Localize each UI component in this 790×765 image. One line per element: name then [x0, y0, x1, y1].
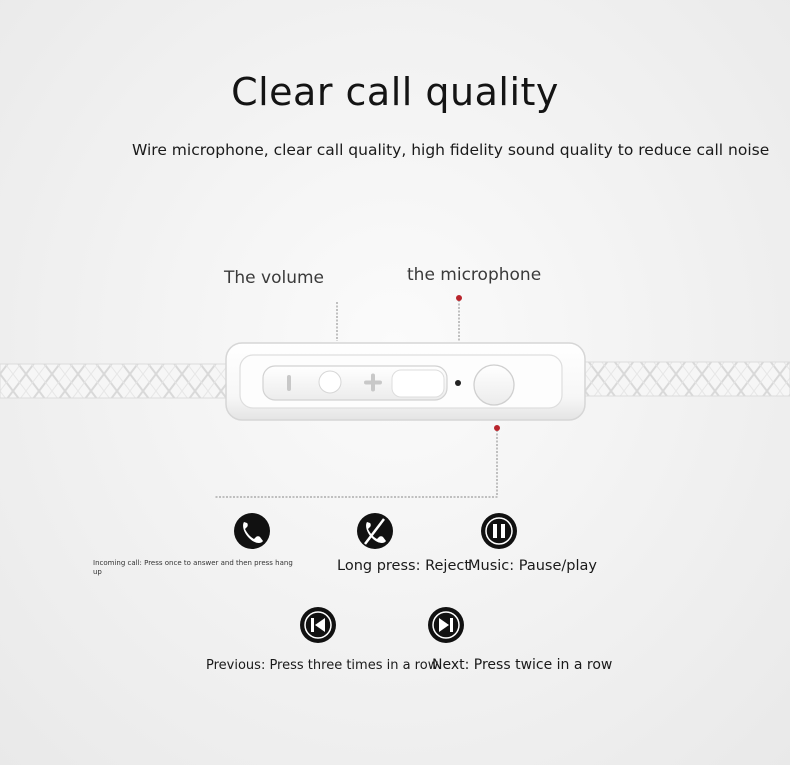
phone-reject-icon: [357, 513, 393, 549]
microphone-callout-label: the microphone: [407, 265, 542, 285]
next-track-icon: [428, 607, 464, 643]
music-pause-caption: Music: Pause/play: [468, 558, 597, 574]
callout-dot-mic: [456, 295, 462, 301]
previous-track-caption: Previous: Press three times in a row: [206, 658, 439, 673]
reject-call-caption: Long press: Reject: [337, 558, 471, 574]
incoming-call-caption: Incoming call: Press once to answer and …: [93, 559, 293, 576]
page-title: Clear call quality: [231, 70, 559, 114]
remote-control: [225, 342, 586, 421]
page-subtitle: Wire microphone, clear call quality, hig…: [132, 141, 770, 159]
multifunction-button: [473, 364, 515, 406]
braided-cable: [0, 361, 790, 399]
volume-rocker: [262, 365, 448, 401]
callout-dot-button: [494, 425, 500, 431]
microphone-hole: [455, 380, 461, 386]
phone-icon: [234, 513, 270, 549]
pause-icon: [481, 513, 517, 549]
volume-callout-label: The volume: [224, 268, 324, 288]
previous-track-icon: [300, 607, 336, 643]
next-track-caption: Next: Press twice in a row: [432, 657, 613, 673]
callout-lines: [215, 300, 498, 498]
